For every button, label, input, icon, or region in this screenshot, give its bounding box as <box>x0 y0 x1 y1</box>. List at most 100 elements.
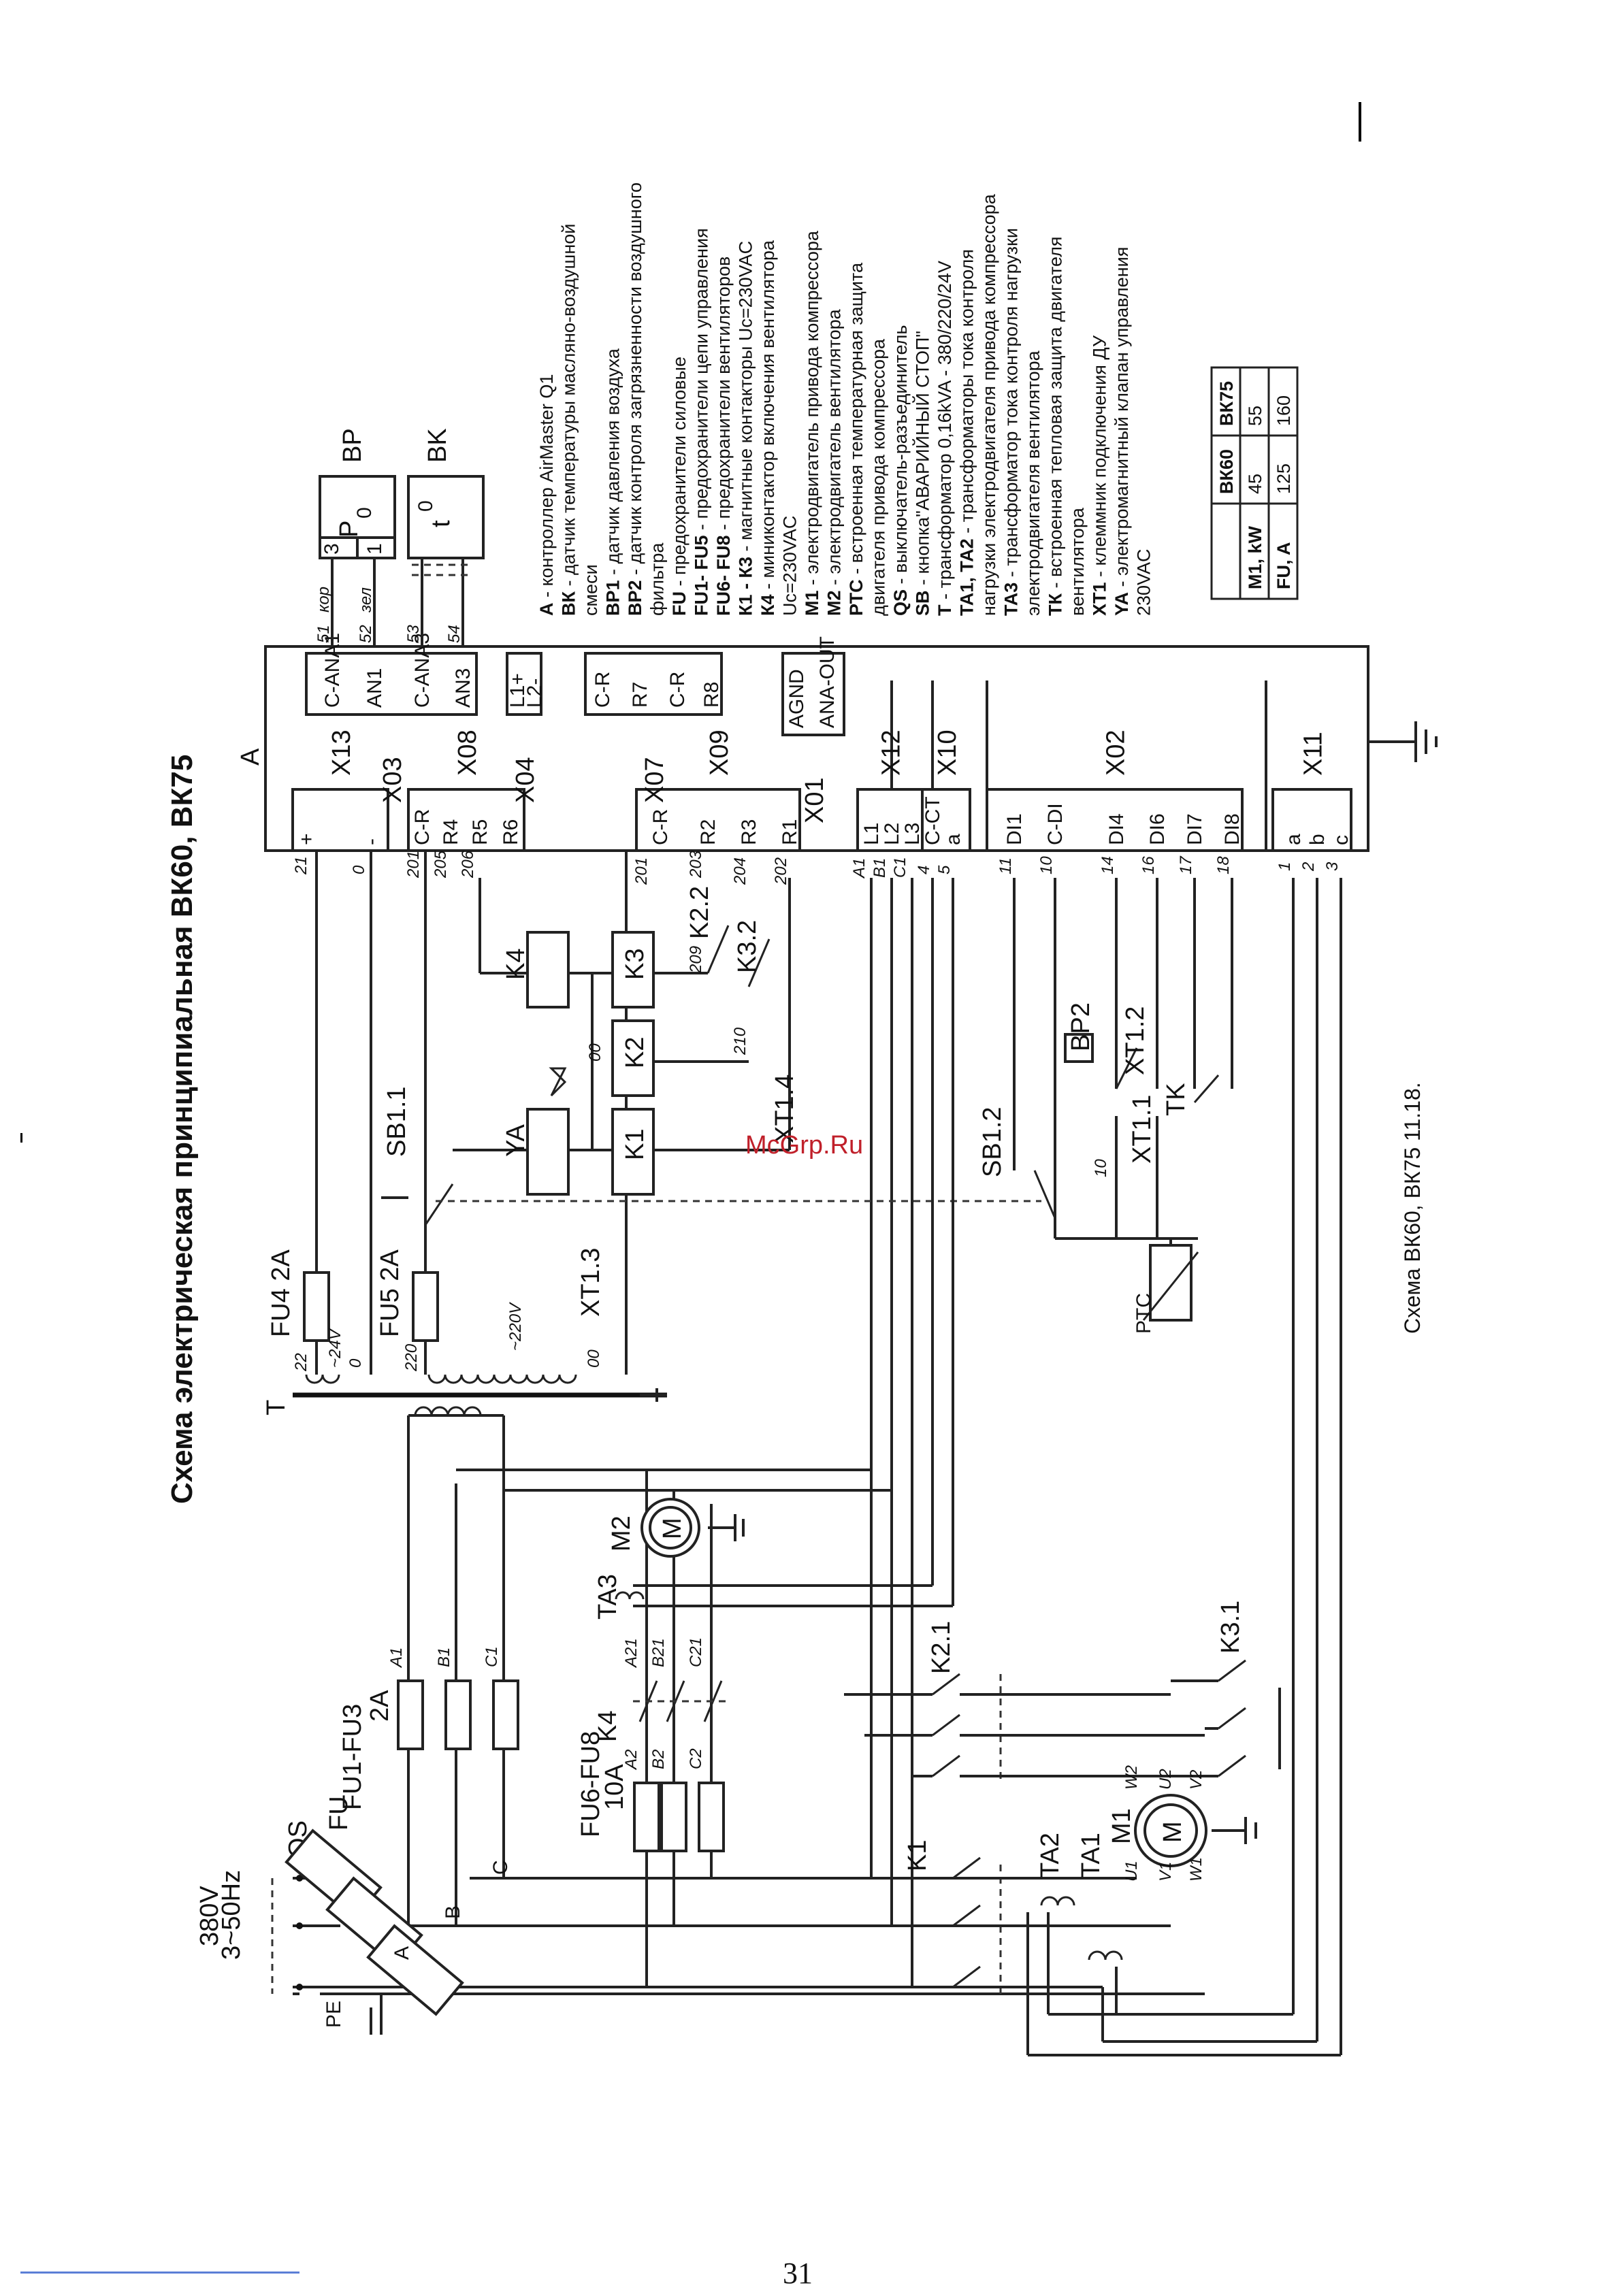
legend-entry: Uc=230VAC <box>780 516 800 616</box>
legend-text: - трансформатор тока контроля нагрузки <box>1001 228 1022 583</box>
legend-text: смеси <box>581 564 601 616</box>
terminal-pin: C-R <box>411 809 434 845</box>
legend-code: FU6- FU8 <box>713 535 734 616</box>
ta3-label: TA3 <box>594 1574 622 1620</box>
node-labels: 21 0 201 205 206 201 203 204 202 A1 B1 C… <box>292 850 1342 885</box>
fu6-fu8-label: FU6-FU8 <box>577 1731 605 1837</box>
tr-0: 0 <box>346 1358 365 1368</box>
legend-entry: QS - выключатель-разъединитель <box>890 325 911 616</box>
legend-text: - трансформатор 0,16kVA - 380/220/24V <box>935 261 955 604</box>
terminal-name: X08 <box>453 729 482 776</box>
legend-entry: A - контроллер AirMaster Q1 <box>536 374 557 616</box>
terminal-pin: DI8 <box>1221 813 1244 845</box>
phase-c: C <box>489 1860 512 1875</box>
legend-text: - кнопка"АВАРИЙНЫЙ СТОП" <box>912 331 933 591</box>
sb1-2-label: SB1.2 <box>978 1106 1007 1177</box>
terminal-name: X09 <box>705 729 734 776</box>
terminal-pin: DI4 <box>1105 813 1128 845</box>
legend-entry: ТК - встроенная тепловая защита двигател… <box>1045 236 1066 616</box>
node-5: 5 <box>935 865 954 874</box>
legend-entry: М2 - электродвигатель вентилятора <box>824 308 845 616</box>
tr-22: 22 <box>292 1353 310 1372</box>
terminal-name: X03 <box>378 757 407 803</box>
tr-24v: ~24V <box>326 1328 344 1368</box>
legend-code: М1 <box>802 590 822 616</box>
legend-code: A <box>536 603 557 617</box>
node-201: 201 <box>404 851 423 879</box>
legend-entry: К1 - К3 - магнитные контакторы Uc=230VAC <box>736 241 756 616</box>
bp-symbol-sub: 0 <box>353 507 376 519</box>
legend-entry: вентилятора <box>1067 507 1088 616</box>
ta1-label: TA1 <box>1077 1833 1105 1878</box>
legend-entry: Т - трансформатор 0,16kVA - 380/220/24V <box>935 261 955 616</box>
legend-code: SB <box>913 590 933 616</box>
terminal-pin: R1 <box>779 819 801 845</box>
m1-label: M1 <box>1107 1808 1136 1844</box>
legend-text: фильтра <box>647 542 668 616</box>
fu4-label: FU4 2A <box>267 1249 295 1337</box>
terminal-name: X04 <box>511 757 540 803</box>
footer-link[interactable] <box>20 2272 299 2274</box>
terminal-pin: C-R <box>649 809 672 845</box>
terminal-pin: b <box>1306 834 1329 845</box>
legend-text: - магнитные контакторы Uc=230VAC <box>736 241 756 557</box>
legend-entry: FU1- FU5 - предохранители цепи управлени… <box>692 228 712 616</box>
node-14: 14 <box>1099 856 1117 874</box>
legend-text: - миниконтактор включения вентилятора <box>758 240 778 594</box>
diagram-title: Схема электрическая принципиальная ВК60,… <box>165 755 199 1504</box>
node-b1: B1 <box>871 858 889 878</box>
legend-text: - электродвигатель вентилятора <box>824 308 845 590</box>
winding-v1: V1 <box>1156 1862 1175 1882</box>
terminal-pin: L2 <box>881 823 903 845</box>
legend-text: нагрузки электродвигателя привода компре… <box>979 193 999 616</box>
node-205: 205 <box>432 850 450 879</box>
terminal-pin: C-DI <box>1044 803 1067 845</box>
margin-mark <box>20 1133 22 1143</box>
fu5-label: FU5 2A <box>376 1249 404 1337</box>
wire-b2: B2 <box>649 1750 668 1769</box>
legend-entry: FU - предохранители силовые <box>669 357 690 616</box>
spec-cell: 125 <box>1274 463 1294 494</box>
terminal-pin: a <box>1282 834 1305 845</box>
xt1-3-label: XT1.3 <box>577 1248 605 1317</box>
spec-cell: 55 <box>1245 406 1265 426</box>
fu6-fu8-rating: 10A <box>600 1764 629 1810</box>
wire-kor: кор <box>314 587 333 612</box>
bk-symbol-sup: 0 <box>415 500 437 512</box>
terminal-name: X01 <box>800 777 829 823</box>
k3-2-label: K3.2 <box>733 920 762 973</box>
node-00: 00 <box>586 1043 604 1062</box>
legend-entry: ВК - датчик температуры масляно-воздушно… <box>559 224 579 616</box>
legend-entry: ХТ1 - клеммник подключения ДУ <box>1090 335 1110 616</box>
legend-text: - предохранители цепи управления <box>692 228 712 535</box>
legend-text: - датчик температуры масляно-воздушной <box>559 224 579 591</box>
bk-symbol: t <box>427 520 455 527</box>
k4-coil-label: K4 <box>502 949 530 980</box>
wire-b21: B21 <box>649 1638 668 1667</box>
node-3: 3 <box>1323 862 1342 871</box>
legend-entry: YA - электромагнитный клапан управления <box>1112 247 1132 616</box>
terminal-pin: DI1 <box>1003 813 1026 845</box>
legend-entry: FU6- FU8 - предохранители вентиляторов <box>713 257 734 616</box>
supply-voltage: 380V <box>195 1886 224 1946</box>
terminal-pin: AN1 <box>363 668 386 708</box>
terminal-pin: L3 <box>901 823 924 845</box>
legend-code: ТА3 <box>1001 583 1022 616</box>
legend-code: YA <box>1112 592 1132 616</box>
ta2-label: TA2 <box>1036 1833 1065 1878</box>
legend-entry: ВР1 - датчик давления воздуха <box>603 348 623 616</box>
legend-text: - встроенная температурная защита <box>846 262 866 579</box>
terminal-pin: + <box>295 833 318 845</box>
controller-label: A <box>236 748 265 766</box>
terminal-name: X12 <box>877 729 906 776</box>
fuses-fu1-fu3 <box>397 1679 519 1750</box>
terminal-pin: a <box>942 834 964 845</box>
wire-a2: A2 <box>622 1750 640 1771</box>
node-209: 209 <box>687 946 705 974</box>
legend-entry: ВР2 - датчик контроля загрязненности воз… <box>625 182 645 616</box>
